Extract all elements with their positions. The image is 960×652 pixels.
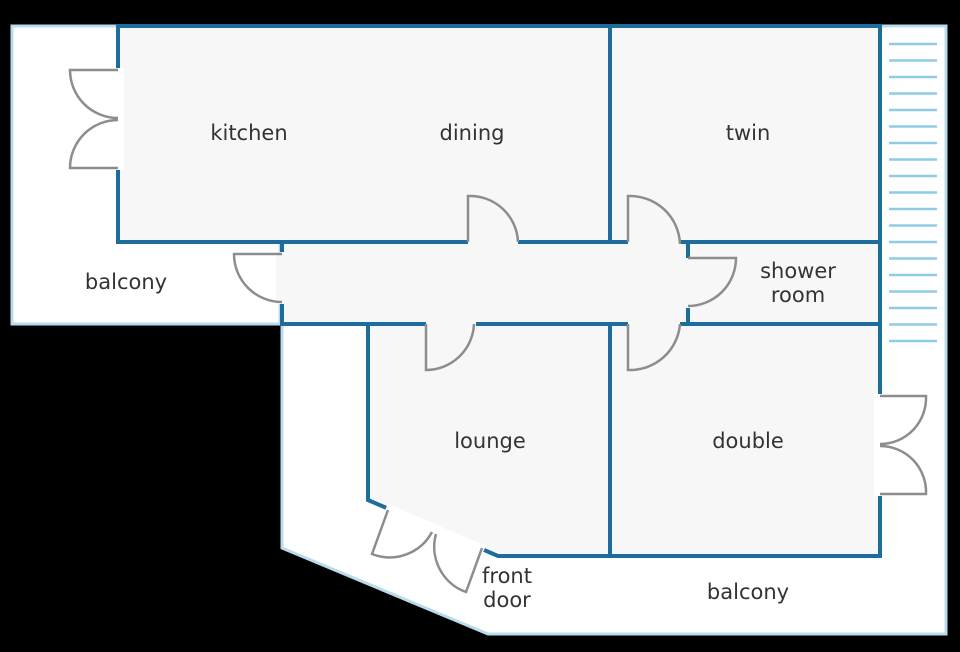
twin-floor xyxy=(610,26,880,242)
exterior-wall xyxy=(116,24,882,558)
door-hall-balcony xyxy=(232,252,288,304)
door-shower-room xyxy=(682,256,738,308)
shower-room-floor xyxy=(688,242,880,324)
label-balcony-left: balcony xyxy=(85,270,167,294)
kitchen-dining-floor xyxy=(118,26,610,242)
door-double-hall xyxy=(626,318,682,372)
door-twin-hall xyxy=(626,194,682,248)
front-door xyxy=(370,503,486,594)
label-twin: twin xyxy=(726,121,771,145)
hallway-floor xyxy=(282,242,688,324)
door-dining-hall xyxy=(466,194,520,248)
lounge-floor xyxy=(368,324,610,556)
label-double: double xyxy=(712,429,784,453)
stairs xyxy=(889,42,937,343)
label-front-door-line1: front xyxy=(482,564,532,588)
door-lounge-hall xyxy=(424,318,476,372)
label-lounge: lounge xyxy=(454,429,526,453)
label-front-door-line2: door xyxy=(483,588,531,612)
label-dining: dining xyxy=(440,121,505,145)
label-shower-line2: room xyxy=(771,283,825,307)
label-shower-line1: shower xyxy=(760,259,836,283)
door-double-balcony xyxy=(874,394,928,496)
label-balcony-bottom: balcony xyxy=(707,580,789,604)
door-kitchen-balcony xyxy=(68,68,124,170)
label-kitchen: kitchen xyxy=(210,121,287,145)
